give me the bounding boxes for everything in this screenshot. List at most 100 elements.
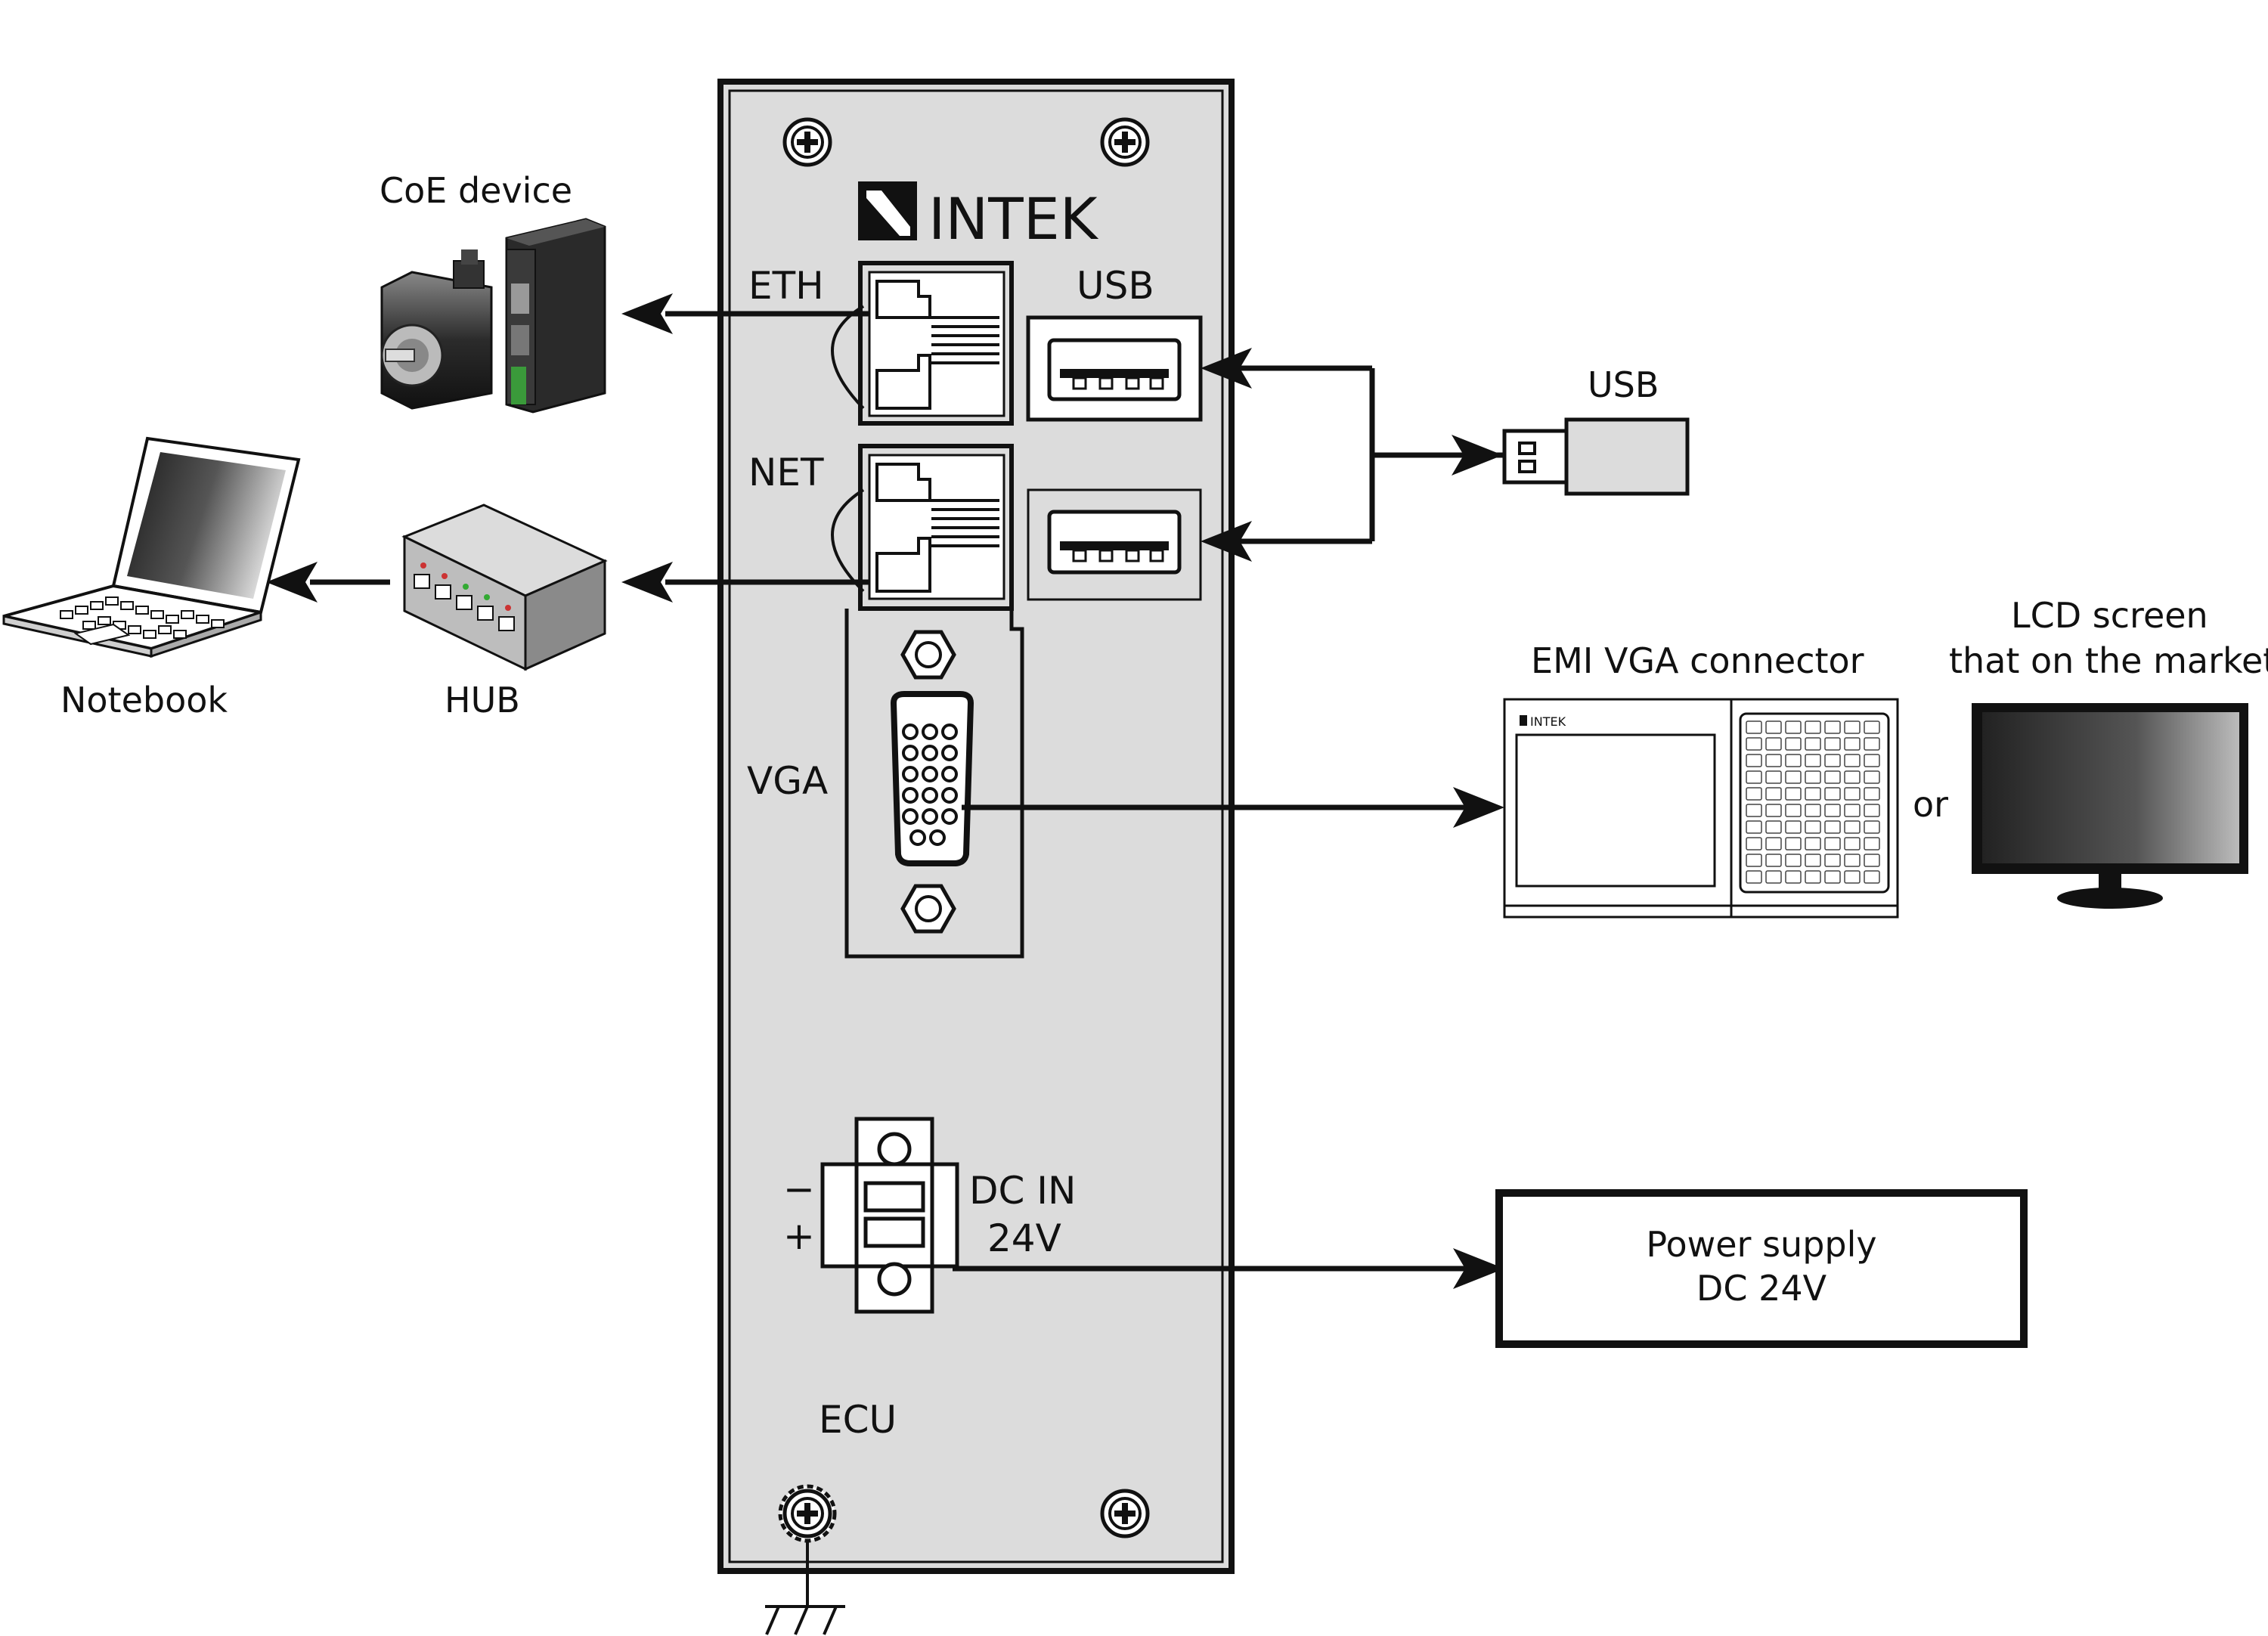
- emi-key: [1864, 804, 1880, 817]
- usb-port-1[interactable]: [1026, 315, 1203, 422]
- emi-key: [1824, 720, 1841, 734]
- eth-label: ETH: [748, 264, 824, 308]
- vga-label: VGA: [747, 759, 828, 803]
- emi-logo-text: INTEK: [1530, 714, 1566, 729]
- emi-key: [1765, 770, 1782, 784]
- eth-port[interactable]: [831, 261, 1014, 426]
- emi-key: [1746, 870, 1762, 884]
- emi-key: [1765, 820, 1782, 834]
- emi-key: [1805, 820, 1821, 834]
- power-supply-label: Power supply: [1646, 1224, 1876, 1265]
- hub-icon: [401, 504, 608, 671]
- vga-port[interactable]: [844, 609, 1024, 959]
- emi-device-icon: INTEK: [1503, 698, 1899, 919]
- hub-to-notebook-arrow: [266, 562, 390, 603]
- lcd-label-line2: that on the market: [1949, 640, 2268, 681]
- intek-logo-text: INTEK: [928, 185, 1099, 253]
- screw-bottom-right-icon: [1102, 1491, 1148, 1536]
- net-label: NET: [748, 451, 824, 494]
- dc-to-power-arrow: [953, 1248, 1504, 1289]
- emi-key: [1746, 720, 1762, 734]
- emi-key: [1824, 787, 1841, 801]
- emi-key: [1824, 770, 1841, 784]
- emi-key: [1864, 720, 1880, 734]
- emi-key: [1765, 870, 1782, 884]
- emi-key: [1785, 870, 1802, 884]
- emi-key: [1824, 754, 1841, 767]
- emi-key: [1765, 754, 1782, 767]
- power-voltage-label: DC 24V: [1696, 1268, 1827, 1309]
- emi-key: [1824, 737, 1841, 751]
- emi-key: [1765, 787, 1782, 801]
- emi-key: [1785, 720, 1802, 734]
- emi-key: [1824, 820, 1841, 834]
- emi-key: [1844, 820, 1861, 834]
- emi-key: [1765, 720, 1782, 734]
- emi-key: [1844, 804, 1861, 817]
- emi-key: [1785, 737, 1802, 751]
- emi-key: [1824, 870, 1841, 884]
- emi-key: [1864, 787, 1880, 801]
- emi-key: [1785, 820, 1802, 834]
- emi-key: [1824, 804, 1841, 817]
- dc-in-connector[interactable]: [820, 1117, 959, 1314]
- emi-key: [1746, 754, 1762, 767]
- emi-key: [1765, 854, 1782, 867]
- emi-key: [1746, 837, 1762, 851]
- emi-key: [1746, 770, 1762, 784]
- emi-key: [1785, 787, 1802, 801]
- emi-key: [1805, 720, 1821, 734]
- usb-stick-label: USB: [1588, 364, 1659, 405]
- emi-key: [1844, 770, 1861, 784]
- eth-to-coe-arrow: [621, 293, 869, 334]
- emi-key: [1844, 854, 1861, 867]
- emi-key: [1824, 854, 1841, 867]
- emi-key: [1844, 787, 1861, 801]
- emi-key: [1785, 804, 1802, 817]
- emi-key: [1746, 804, 1762, 817]
- vga-to-emi-arrow: [962, 787, 1504, 828]
- dc-voltage-label: 24V: [987, 1216, 1061, 1260]
- emi-key: [1746, 820, 1762, 834]
- net-to-hub-arrow: [621, 562, 869, 603]
- usb-port-2[interactable]: [1027, 488, 1202, 601]
- usb-stick-icon: [1502, 417, 1690, 496]
- emi-key: [1785, 837, 1802, 851]
- emi-key: [1785, 854, 1802, 867]
- intek-logo: INTEK: [858, 181, 1099, 253]
- screw-top-left-icon: [785, 119, 830, 165]
- emi-key: [1844, 837, 1861, 851]
- emi-key: [1805, 754, 1821, 767]
- lcd-screen-icon: [1972, 703, 2248, 909]
- emi-key: [1805, 854, 1821, 867]
- coe-device-icon: [380, 218, 606, 414]
- emi-key: [1785, 770, 1802, 784]
- emi-key: [1844, 737, 1861, 751]
- emi-key: [1746, 737, 1762, 751]
- power-supply-box: [1495, 1189, 2028, 1348]
- emi-key: [1864, 737, 1880, 751]
- minus-label: −: [783, 1167, 815, 1211]
- ground-screw-icon: [765, 1484, 845, 1635]
- net-port[interactable]: [831, 444, 1014, 611]
- notebook-icon: [2, 436, 301, 658]
- lcd-label-line1: LCD screen: [2011, 595, 2208, 636]
- emi-key: [1844, 870, 1861, 884]
- emi-key: [1805, 837, 1821, 851]
- emi-key: [1746, 854, 1762, 867]
- usb-stick-to-ports-arrow: [1201, 348, 1503, 562]
- emi-key: [1864, 770, 1880, 784]
- emi-key: [1824, 837, 1841, 851]
- emi-key: [1765, 837, 1782, 851]
- or-label: or: [1913, 784, 1948, 825]
- emi-key: [1746, 787, 1762, 801]
- emi-key: [1765, 804, 1782, 817]
- emi-key: [1785, 754, 1802, 767]
- emi-key: [1765, 737, 1782, 751]
- hub-label: HUB: [445, 680, 520, 720]
- emi-key: [1864, 820, 1880, 834]
- emi-key: [1844, 720, 1861, 734]
- emi-key: [1805, 804, 1821, 817]
- usb-panel-label: USB: [1077, 264, 1154, 308]
